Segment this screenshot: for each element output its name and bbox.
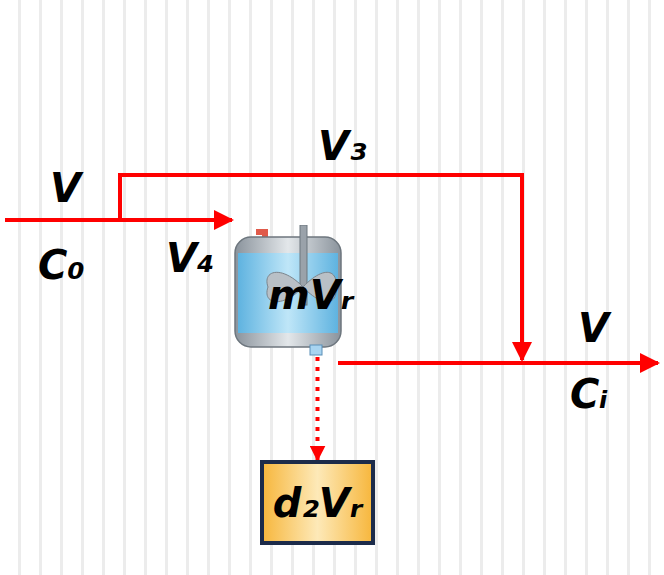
flow-label: Cᵢ [570, 374, 608, 414]
flow-label: V₄ [166, 238, 214, 278]
node-label: d₂Vᵣ [273, 483, 363, 523]
node-label: mVᵣ [268, 275, 353, 315]
drain-connector [316, 357, 320, 460]
storage-box: d₂Vᵣ [260, 460, 375, 545]
bypass-line [120, 175, 522, 360]
outlet-line [338, 361, 658, 365]
flow-label: C₀ [38, 245, 85, 285]
flow-label: V₃ [318, 126, 366, 166]
flow-label: V [578, 308, 609, 348]
flow-label: V [50, 168, 81, 208]
reactor-tank: mVᵣ [232, 225, 344, 357]
